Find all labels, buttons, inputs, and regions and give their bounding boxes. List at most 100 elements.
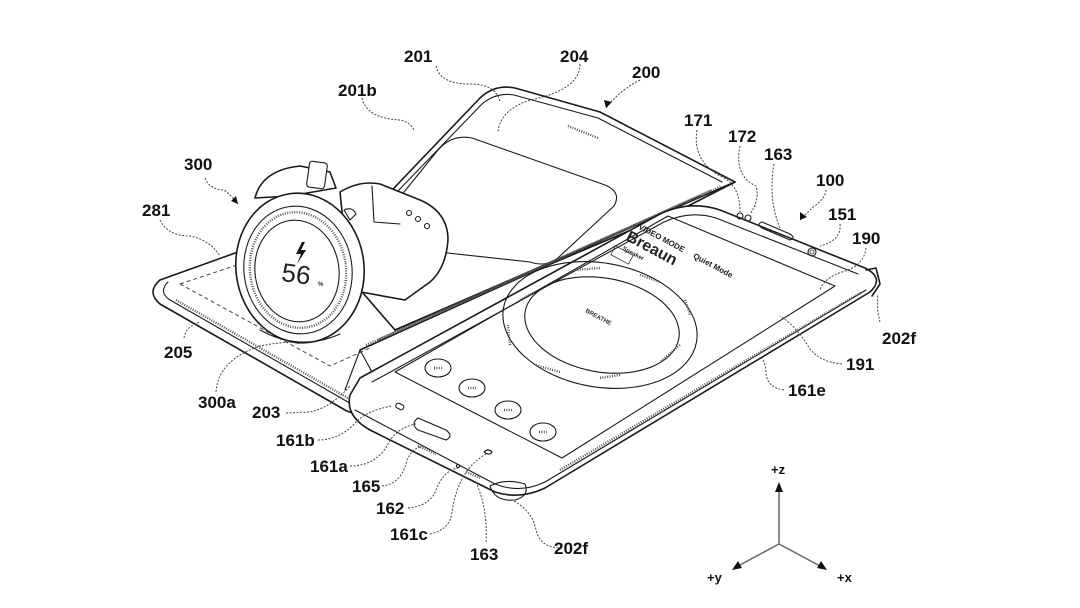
- sensor-171: [736, 212, 744, 220]
- leader-205: [183, 321, 201, 339]
- leader-100: [799, 189, 827, 221]
- label-300a: 300a: [198, 393, 236, 412]
- wearable-watch: 56 %: [234, 160, 449, 344]
- label-201: 201: [404, 47, 432, 66]
- label-201b: 201b: [338, 81, 377, 100]
- dial-label-mark: [574, 266, 601, 272]
- leader-163-top: [771, 163, 781, 229]
- label-191: 191: [846, 355, 874, 374]
- cover-spine-hatch-1: [365, 188, 713, 347]
- watch-case-bottom: [259, 329, 341, 343]
- axis-x-label: +x: [837, 570, 853, 585]
- watch-battery-unit: %: [318, 282, 324, 288]
- leader-172: [738, 145, 758, 215]
- leader-162: [407, 467, 459, 509]
- label-172: 172: [728, 127, 756, 146]
- leader-161a: [349, 423, 417, 467]
- leader-300a: [215, 341, 301, 393]
- dial-outer-ring: [502, 261, 698, 389]
- axis-x-arrow: [817, 561, 827, 570]
- leader-lines: [159, 63, 881, 549]
- label-202f-right: 202f: [882, 329, 916, 348]
- cover-corner-tab-bottom: [489, 480, 527, 501]
- dial-label-mark: [519, 290, 536, 302]
- cover-left-flap-inner: [162, 281, 349, 403]
- phone-side-edge-hatch: [559, 290, 863, 472]
- phone-top-edge-inner: [371, 214, 859, 383]
- phone-body: [348, 205, 878, 496]
- axis-y-line: [737, 543, 780, 567]
- watch-display: [254, 219, 340, 323]
- leader-191: [779, 315, 843, 365]
- leader-281: [159, 219, 221, 257]
- label-161b: 161b: [276, 431, 315, 450]
- leader-201b: [361, 97, 415, 131]
- label-165: 165: [352, 477, 380, 496]
- strap-hole: [423, 222, 431, 230]
- label-204: 204: [560, 47, 589, 66]
- earpiece-163: [758, 221, 794, 241]
- watch-bezel: [243, 205, 353, 335]
- speaker-grille-163: [465, 470, 481, 480]
- front-camera-lens: [809, 249, 815, 255]
- watch-strap-right: [339, 182, 449, 301]
- label-300: 300: [184, 155, 212, 174]
- axis-z-label: +z: [771, 462, 786, 477]
- arrow-100: [800, 212, 807, 220]
- leader-203: [285, 385, 351, 414]
- dial-label-mark: [683, 299, 692, 316]
- front-camera-151: [807, 247, 817, 257]
- watch-battery-value: 56: [280, 257, 313, 291]
- label-281: 281: [142, 201, 170, 220]
- coordinate-axes: +z +y +x: [707, 462, 853, 585]
- label-200: 200: [632, 63, 660, 82]
- leader-204: [497, 63, 581, 133]
- leader-201: [435, 65, 501, 103]
- label-163-top: 163: [764, 145, 792, 164]
- leader-165: [381, 445, 425, 487]
- dial-inner-ring: [524, 276, 680, 374]
- axis-y-label: +y: [707, 570, 723, 585]
- cover-upper-flap-inner-edge: [337, 93, 723, 254]
- leader-202f-right: [876, 293, 881, 323]
- leader-161e: [759, 355, 785, 391]
- cover-speaker-slot: [567, 124, 599, 140]
- label-100: 100: [816, 171, 844, 190]
- strap-hole: [405, 209, 413, 217]
- microphone-162: [455, 463, 461, 469]
- label-190: 190: [852, 229, 880, 248]
- charging-port-165: [417, 444, 437, 456]
- dial-label-mark: [659, 344, 681, 363]
- shortcut-button-4: [529, 422, 557, 442]
- dial-ring-labels: [506, 266, 692, 380]
- arrow-300: [231, 196, 238, 204]
- axis-x-line: [778, 543, 821, 567]
- shortcut-button-3: [494, 400, 522, 420]
- sensor-172: [744, 214, 752, 222]
- shortcut-button-1: [424, 358, 452, 378]
- label-151: 151: [828, 205, 856, 224]
- arrow-200: [604, 100, 612, 108]
- label-203: 203: [252, 403, 280, 422]
- label-162: 162: [376, 499, 404, 518]
- label-202f-bottom: 202f: [554, 539, 588, 558]
- watch-bezel-ticks: [248, 210, 348, 330]
- electronic-device: VIDEO MODE Quiet Mode Breaun Speaker BRE…: [348, 205, 881, 501]
- label-163-bottom: 163: [470, 545, 498, 564]
- home-button-161a: [413, 417, 451, 441]
- label-161a: 161a: [310, 457, 348, 476]
- shortcut-button-2: [458, 378, 486, 398]
- axis-z-arrow: [775, 482, 783, 492]
- label-161c: 161c: [390, 525, 428, 544]
- leader-161b: [317, 405, 393, 441]
- watch-strap-loop: [371, 185, 401, 225]
- leader-200: [605, 79, 641, 109]
- leader-163-bottom: [475, 481, 487, 543]
- cover-upper-flap: [329, 86, 736, 331]
- cover-spine-hatch-2: [377, 184, 723, 342]
- leader-300: [204, 177, 239, 205]
- dial-label-mark: [639, 273, 661, 284]
- label-161e: 161e: [788, 381, 826, 400]
- leader-202f-bottom: [511, 499, 563, 549]
